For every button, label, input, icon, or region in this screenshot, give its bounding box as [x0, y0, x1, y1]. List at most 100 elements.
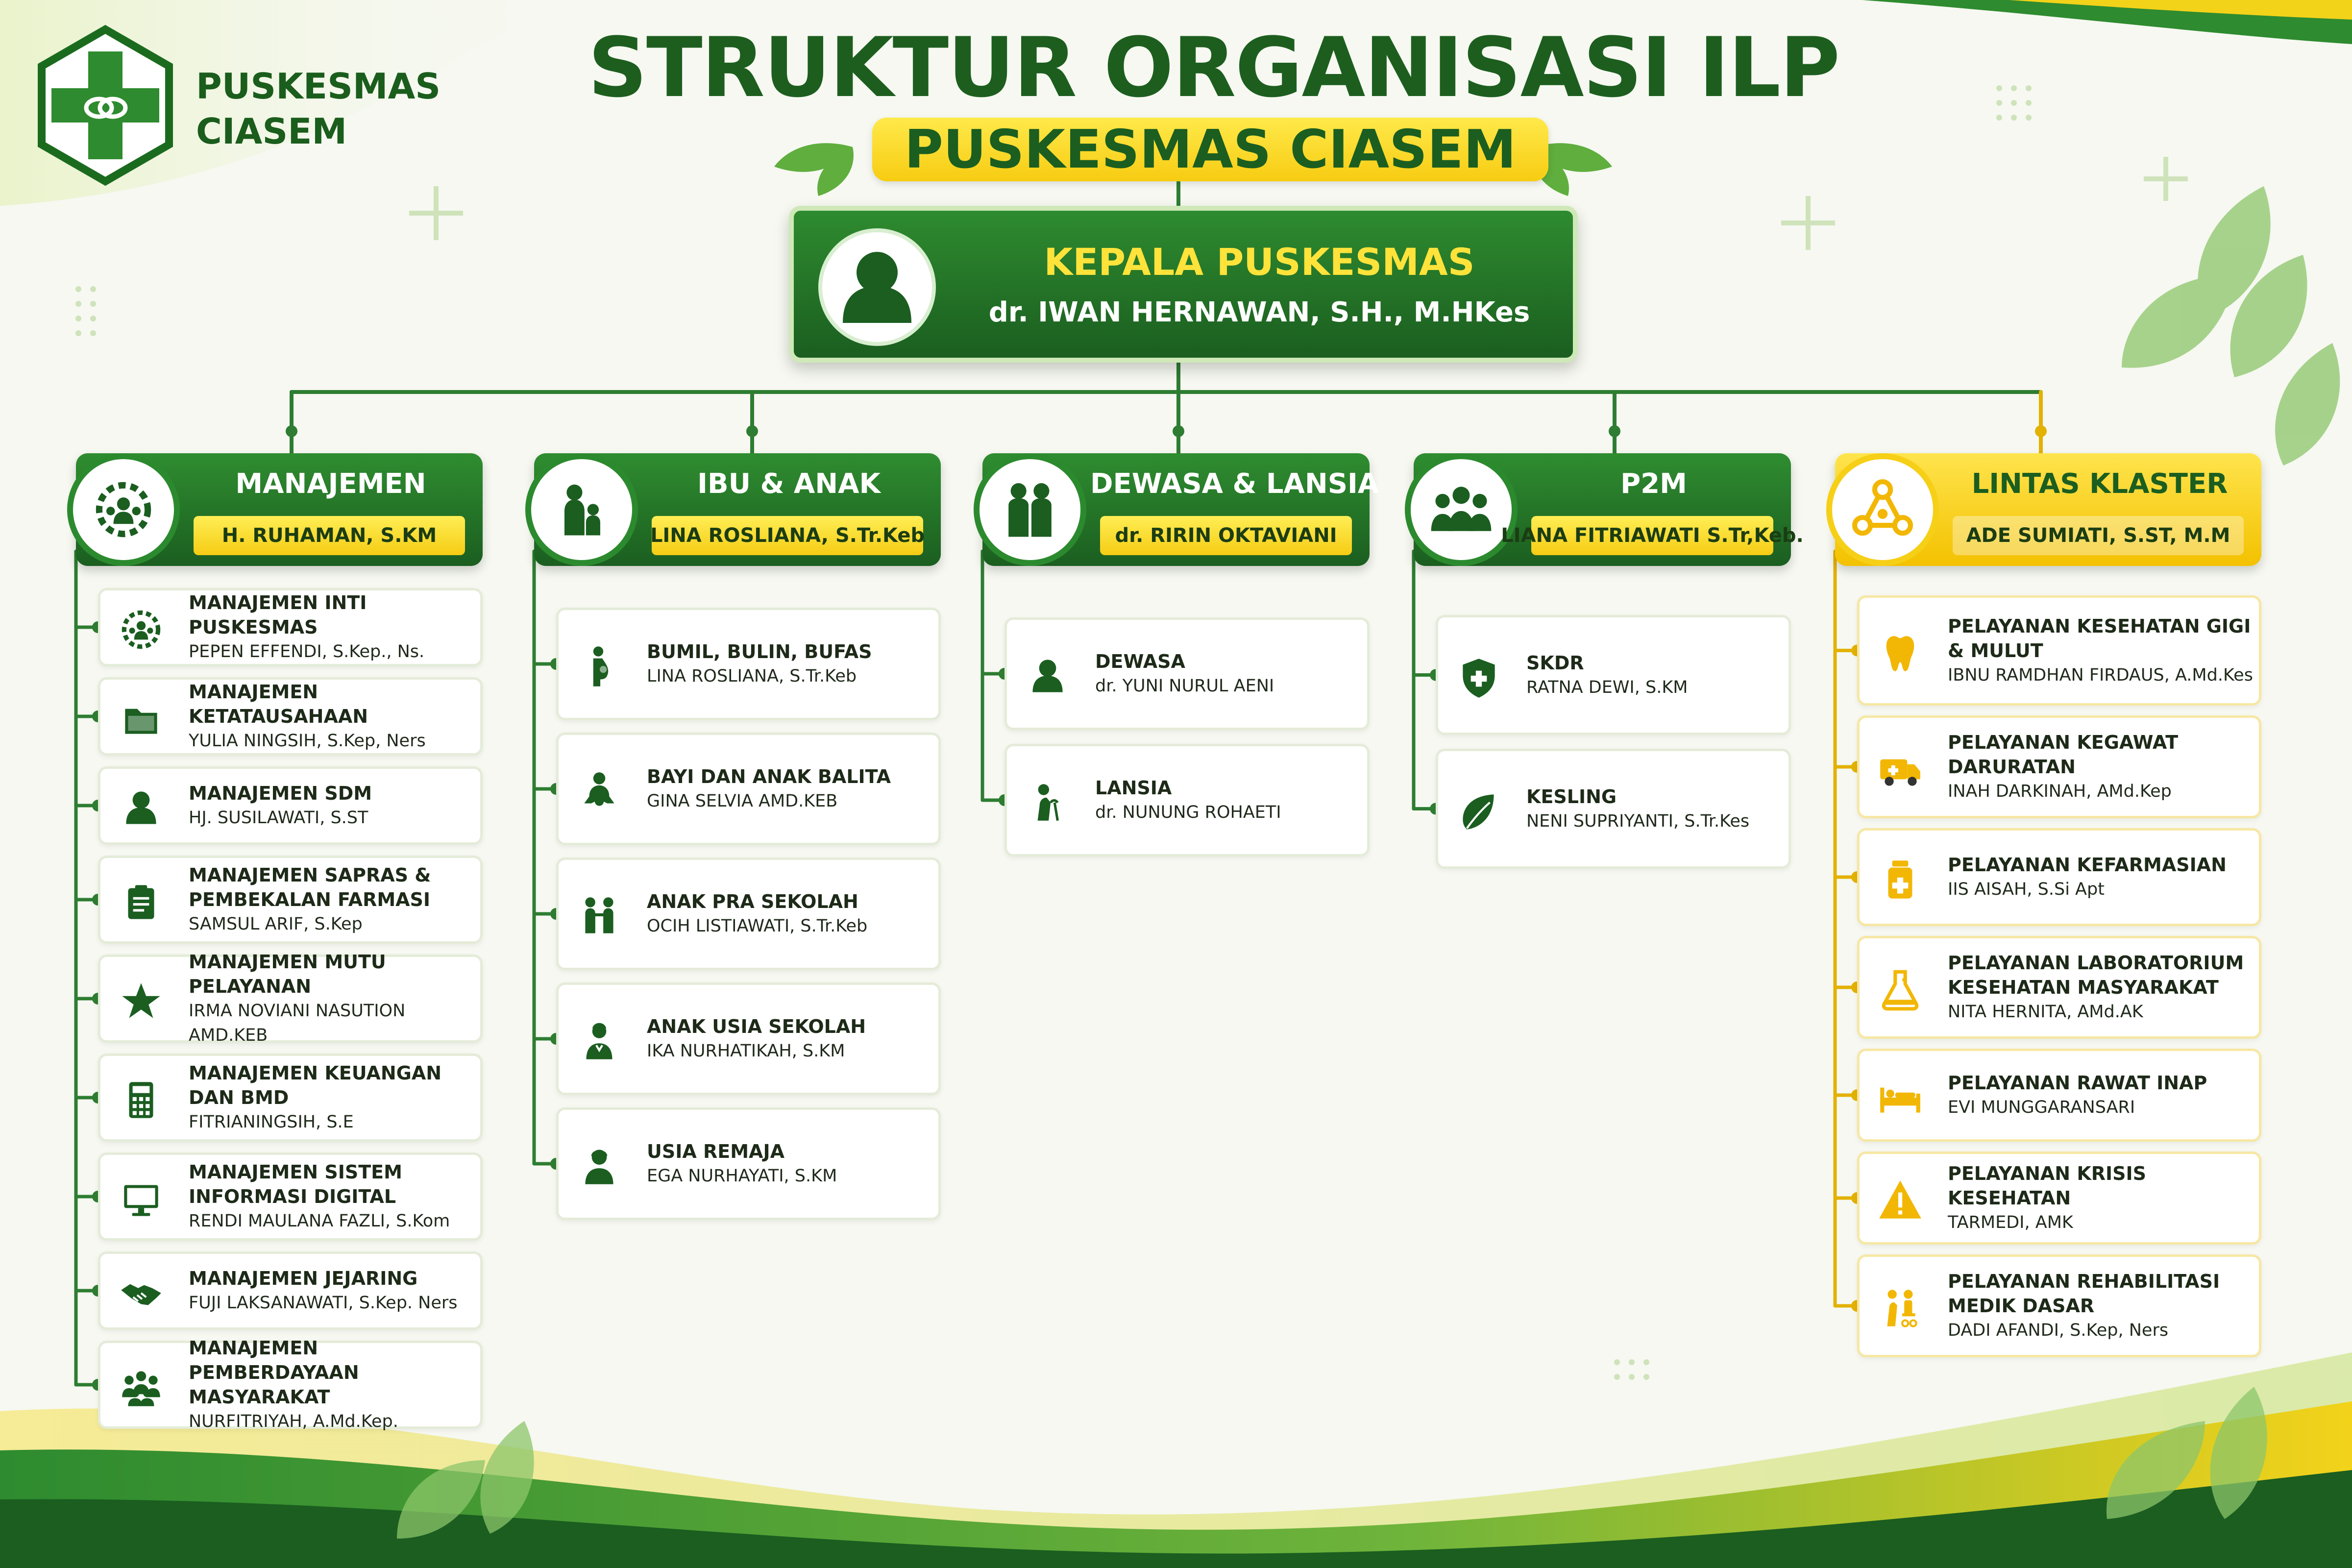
head-title: KEPALA PUSKESMAS — [1044, 240, 1475, 284]
unit-text: MANAJEMEN INTI PUSKESMAS PEPEN EFFENDI, … — [189, 590, 474, 664]
unit-person: IKA NURHATIKAH, S.KM — [647, 1041, 845, 1061]
group-icon — [1405, 453, 1518, 566]
unit-card: MANAJEMEN JEJARING FUJI LAKSANAWATI, S.K… — [98, 1251, 483, 1330]
logo-text-line-2: CIASEM — [196, 111, 347, 152]
unit-title: MANAJEMEN KETATAUSAHAAN — [189, 681, 368, 727]
cluster-header: DEWASA & LANSIA dr. RIRIN OKTAVIANI — [974, 453, 1379, 566]
unit-text: PELAYANAN KEFARMASIAN IIS AISAH, S.Si Ap… — [1948, 831, 2253, 924]
unit-text: PELAYANAN KRISIS KESEHATAN TARMEDI, AMK — [1948, 1154, 2253, 1242]
unit-person: dr. YUNI NURUL AENI — [1095, 676, 1274, 696]
unit-text: MANAJEMEN KETATAUSAHAAN YULIA NINGSIH, S… — [189, 680, 474, 753]
flask-icon — [1868, 958, 1932, 1022]
unit-person: TARMEDI, AMK — [1948, 1213, 2073, 1232]
shield-cross-icon — [1447, 645, 1511, 710]
unit-person: EGA NURHAYATI, S.KM — [647, 1166, 837, 1186]
student-icon — [567, 1009, 631, 1073]
cluster-lead: LINA ROSLIANA, S.Tr.Keb — [650, 516, 925, 555]
unit-text: PELAYANAN LABORATORIUM KESEHATAN MASYARA… — [1948, 938, 2253, 1036]
unit-card: SKDR RATNA DEWI, S.KM — [1436, 615, 1791, 735]
cluster-lead: H. RUHAMAN, S.KM — [194, 516, 465, 555]
unit-card: KESLING NENI SUPRIYANTI, S.Tr.Kes — [1436, 749, 1791, 869]
connector-dot — [1609, 425, 1620, 437]
unit-title: KESLING — [1526, 785, 1617, 808]
unit-title: ANAK USIA SEKOLAH — [647, 1016, 866, 1037]
unit-title: BUMIL, BULIN, BUFAS — [647, 641, 872, 662]
unit-title: SKDR — [1526, 652, 1584, 674]
unit-person: NITA HERNITA, AMd.AK — [1948, 1002, 2143, 1022]
handshake-icon — [109, 1261, 173, 1325]
unit-card: PELAYANAN LABORATORIUM KESEHATAN MASYARA… — [1857, 936, 2261, 1039]
unit-title: PELAYANAN RAWAT INAP — [1948, 1072, 2207, 1094]
head-name: dr. IWAN HERNAWAN, S.H., M.HKes — [988, 296, 1530, 328]
unit-title: ANAK PRA SEKOLAH — [647, 891, 858, 912]
unit-text: BAYI DAN ANAK BALITA GINA SELVIA AMD.KEB — [647, 735, 932, 843]
unit-person: FUJI LAKSANAWATI, S.Kep. Ners — [189, 1293, 458, 1313]
unit-title: USIA REMAJA — [647, 1141, 784, 1162]
unit-person: IIS AISAH, S.Si Apt — [1948, 880, 2105, 899]
unit-card: MANAJEMEN MUTU PELAYANAN IRMA NOVIANI NA… — [98, 951, 483, 1045]
unit-title: PELAYANAN KESEHATAN GIGI & MULUT — [1948, 615, 2251, 662]
page-subtitle: PUSKESMAS CIASEM — [904, 119, 1517, 180]
unit-person: IRMA NOVIANI NASUTION AMD.KEB — [189, 1001, 406, 1045]
unit-text: MANAJEMEN SISTEM INFORMASI DIGITAL RENDI… — [189, 1155, 474, 1238]
subtitle-banner: PUSKESMAS CIASEM — [872, 118, 1548, 181]
unit-card: ANAK PRA SEKOLAH OCIH LISTIAWATI, S.Tr.K… — [556, 858, 941, 970]
unit-person: OCIH LISTIAWATI, S.Tr.Keb — [647, 916, 868, 936]
monitor-icon — [109, 1167, 173, 1231]
baby-icon — [567, 760, 631, 823]
unit-card: DEWASA dr. YUNI NURUL AENI — [1004, 617, 1370, 730]
puskesmas-logo — [38, 24, 173, 186]
head-box: KEPALA PUSKESMAS dr. IWAN HERNAWAN, S.H.… — [789, 206, 1578, 363]
gear-team-icon — [109, 598, 173, 662]
unit-card: PELAYANAN KEFARMASIAN IIS AISAH, S.Si Ap… — [1857, 828, 2261, 926]
unit-person: IBNU RAMDHAN FIRDAUS, A.Md.Kes — [1948, 665, 2253, 685]
mother-child-icon — [525, 453, 638, 566]
unit-person: HJ. SUSILAWATI, S.ST — [189, 808, 368, 828]
unit-card: PELAYANAN RAWAT INAP EVI MUNGGARANSARI — [1857, 1049, 2261, 1142]
unit-title: MANAJEMEN SISTEM INFORMASI DIGITAL — [189, 1161, 402, 1207]
unit-card: MANAJEMEN KEUANGAN DAN BMD FITRIANINGSIH… — [98, 1054, 483, 1142]
unit-title: MANAJEMEN INTI PUSKESMAS — [189, 592, 367, 638]
unit-text: BUMIL, BULIN, BUFAS LINA ROSLIANA, S.Tr.… — [647, 610, 932, 718]
cluster-header: P2M LIANA FITRIAWATI S.Tr,Keb. — [1405, 453, 1804, 566]
unit-card: PELAYANAN KESEHATAN GIGI & MULUT IBNU RA… — [1857, 595, 2261, 706]
unit-person: RENDI MAULANA FAZLI, S.Kom — [189, 1211, 450, 1231]
unit-card: MANAJEMEN INTI PUSKESMAS PEPEN EFFENDI, … — [98, 588, 483, 666]
unit-title: MANAJEMEN PEMBERDAYAAN MASYARAKAT — [189, 1337, 359, 1408]
unit-text: DEWASA dr. YUNI NURUL AENI — [1095, 620, 1361, 728]
medicine-bottle-icon — [1868, 848, 1932, 911]
unit-card: BAYI DAN ANAK BALITA GINA SELVIA AMD.KEB — [556, 733, 941, 845]
network-icon — [1826, 453, 1939, 566]
cluster-title: MANAJEMEN — [235, 468, 426, 500]
unit-text: LANSIA dr. NUNUNG ROHAETI — [1095, 746, 1361, 854]
bed-icon — [1868, 1066, 1932, 1129]
unit-title: MANAJEMEN JEJARING — [189, 1268, 418, 1289]
unit-card: MANAJEMEN SDM HJ. SUSILAWATI, S.ST — [98, 766, 483, 845]
unit-title: PELAYANAN LABORATORIUM KESEHATAN MASYARA… — [1948, 952, 2244, 998]
unit-card: USIA REMAJA EGA NURHAYATI, S.KM — [556, 1107, 941, 1220]
unit-person: dr. NUNUNG ROHAETI — [1095, 803, 1281, 822]
unit-text: USIA REMAJA EGA NURHAYATI, S.KM — [647, 1110, 932, 1218]
unit-person: INAH DARKINAH, AMd.Kep — [1948, 782, 2172, 801]
unit-person: GINA SELVIA AMD.KEB — [647, 791, 838, 811]
connector-dot — [2035, 425, 2047, 437]
unit-text: PELAYANAN KEGAWAT DARURATAN INAH DARKINA… — [1948, 718, 2253, 816]
cluster-lead: ADE SUMIATI, S.ST, M.M — [1953, 516, 2244, 555]
cluster-header: IBU & ANAK LINA ROSLIANA, S.Tr.Keb — [525, 453, 941, 566]
unit-title: DEWASA — [1095, 651, 1185, 672]
unit-person: EVI MUNGGARANSARI — [1948, 1098, 2135, 1117]
unit-text: PELAYANAN KESEHATAN GIGI & MULUT IBNU RA… — [1948, 598, 2253, 703]
connector-dot — [286, 425, 297, 437]
unit-card: ANAK USIA SEKOLAH IKA NURHATIKAH, S.KM — [556, 982, 941, 1095]
unit-title: MANAJEMEN KEUANGAN DAN BMD — [189, 1062, 442, 1108]
unit-person: YULIA NINGSIH, S.Kep, Ners — [189, 731, 426, 751]
cluster-lead: LIANA FITRIAWATI S.Tr,Keb. — [1501, 516, 1804, 555]
unit-title: MANAJEMEN SDM — [189, 783, 372, 804]
warning-icon — [1868, 1169, 1932, 1232]
star-icon — [109, 969, 173, 1033]
unit-title: MANAJEMEN MUTU PELAYANAN — [189, 951, 386, 997]
unit-text: MANAJEMEN MUTU PELAYANAN IRMA NOVIANI NA… — [189, 951, 474, 1045]
gear-team-icon — [67, 453, 180, 566]
unit-title: MANAJEMEN SAPRAS & PEMBEKALAN FARMASI — [189, 864, 431, 910]
unit-person: LINA ROSLIANA, S.Tr.Keb — [647, 666, 857, 686]
